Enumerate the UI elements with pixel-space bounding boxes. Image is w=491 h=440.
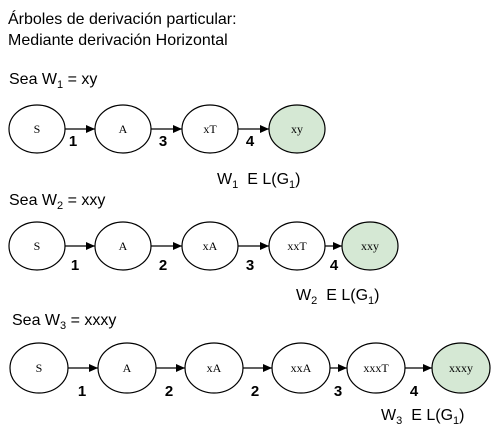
final-node	[268, 104, 326, 154]
grammar-subscript: 1	[368, 295, 374, 307]
header-word: = xxxy	[66, 312, 116, 329]
node-label: xxT	[287, 239, 307, 253]
node-label: xxy	[361, 239, 379, 253]
node-label: xxA	[291, 361, 312, 375]
production-step-label: 2	[165, 383, 173, 400]
derivation-node	[94, 221, 152, 271]
final-node	[341, 221, 399, 271]
membership-relation: E L(G	[411, 407, 453, 424]
production-step-label: 4	[246, 133, 255, 150]
production-step-label: 3	[246, 257, 254, 274]
node-label: xT	[203, 122, 217, 136]
derivation-header: Sea W3 = xxxy	[12, 312, 116, 332]
grammar-subscript: 1	[453, 415, 459, 427]
derivation-node	[268, 221, 326, 271]
header-word: = xxy	[63, 192, 105, 209]
derivation-node	[181, 104, 239, 154]
derivation-node	[8, 104, 66, 154]
derivation-node	[97, 342, 157, 394]
node-label: xxxy	[449, 361, 473, 375]
header-prefix: Sea W	[9, 192, 58, 209]
derivation-node	[181, 221, 239, 271]
production-step-label: 1	[71, 257, 79, 274]
membership-close-paren: )	[374, 287, 379, 304]
derivation-node	[184, 342, 244, 394]
derivation-header: Sea W1 = xy	[9, 71, 97, 91]
membership-word-subscript: 2	[311, 295, 317, 307]
production-step-label: 2	[159, 257, 167, 274]
production-step-label: 4	[410, 383, 419, 400]
header-word: = xy	[63, 71, 97, 88]
header-subscript: 2	[57, 200, 63, 212]
membership-word: W	[381, 407, 397, 424]
membership-word-subscript: 1	[232, 179, 238, 191]
production-step-label: 3	[159, 133, 167, 150]
header-subscript: 3	[60, 320, 66, 332]
node-label: S	[34, 122, 41, 136]
page-title-line-1: Árboles de derivación particular:	[8, 9, 237, 28]
membership-word-subscript: 3	[396, 415, 402, 427]
membership-relation: E L(G	[326, 287, 368, 304]
node-label: A	[123, 361, 132, 375]
final-node	[431, 342, 491, 394]
membership-statement: W2 E L(G1)	[296, 287, 379, 307]
derivation-node	[8, 221, 66, 271]
production-step-label: 3	[334, 383, 342, 400]
derivation-node	[9, 342, 69, 394]
node-label: xxxT	[363, 361, 389, 375]
membership-word: W	[296, 287, 312, 304]
node-label: A	[119, 239, 128, 253]
production-step-label: 1	[69, 133, 77, 150]
node-label: xA	[203, 239, 218, 253]
header-subscript: 1	[57, 79, 63, 91]
page-title-line-2: Mediante derivación Horizontal	[8, 32, 228, 49]
node-label: xA	[207, 361, 222, 375]
derivation-header: Sea W2 = xxy	[9, 192, 105, 212]
derivation-node	[94, 104, 152, 154]
node-label: xy	[291, 122, 303, 136]
node-label: S	[36, 361, 43, 375]
production-step-label: 4	[330, 257, 339, 274]
membership-word: W	[217, 171, 233, 188]
derivation-node	[346, 342, 406, 394]
production-step-label: 1	[78, 383, 86, 400]
derivation-node	[271, 342, 331, 394]
membership-close-paren: )	[295, 171, 300, 188]
header-prefix: Sea W	[9, 71, 58, 88]
production-step-label: 2	[251, 383, 259, 400]
node-label: A	[119, 122, 128, 136]
grammar-subscript: 1	[289, 179, 295, 191]
membership-close-paren: )	[459, 407, 464, 424]
node-label: S	[34, 239, 41, 253]
membership-relation: E L(G	[247, 171, 289, 188]
header-prefix: Sea W	[12, 312, 61, 329]
membership-statement: W3 E L(G1)	[381, 407, 464, 427]
